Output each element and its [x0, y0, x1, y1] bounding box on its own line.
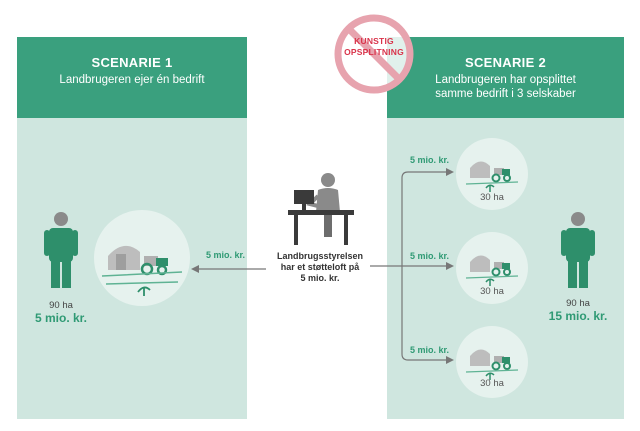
scenario-2-farm-1-amount: 5 mio. kr. — [410, 155, 450, 165]
scenario-2-subtitle-line1: Landbrugeren har opsplittet — [435, 74, 576, 86]
scenario-1-header: SCENARIE 1 Landbrugeren ejer én bedrift — [17, 37, 247, 118]
prohibition-stamp-icon — [334, 14, 414, 94]
stamp-text-line1: KUNSTIG — [354, 36, 394, 46]
scenario-2-farm-2 — [456, 232, 528, 304]
official-at-desk-icon — [288, 173, 354, 245]
scenario-1-amount: 5 mio. kr. — [34, 311, 88, 325]
central-text-line2: har et støtteloft på — [280, 262, 360, 272]
farm-icon — [465, 161, 519, 192]
branch-arrows-icon — [370, 168, 454, 364]
farmer-icon — [44, 212, 78, 288]
arrow-left-icon — [191, 265, 266, 273]
central-text-line1: Landbrugsstyrelsen — [276, 251, 364, 261]
scenario-1-subtitle: Landbrugeren ejer én bedrift — [59, 74, 205, 86]
scenario-1-title: SCENARIE 1 — [91, 55, 173, 70]
scenario-1-farm — [94, 210, 190, 306]
farm-icon — [465, 349, 519, 380]
scenario-2-header: SCENARIE 2 Landbrugeren har opsplittet s… — [387, 37, 624, 118]
scenario-2-farm-2-area: 30 ha — [480, 286, 504, 297]
scenario-2-farm-3 — [456, 326, 528, 398]
scenario-1-area: 90 ha — [49, 300, 73, 311]
scenario-2-amount: 15 mio. kr. — [548, 309, 608, 323]
central-text: Landbrugsstyrelsen har et støtteloft på … — [262, 251, 378, 284]
scenario-2-area: 90 ha — [566, 298, 590, 309]
scenario-2-farm-1 — [456, 138, 528, 210]
farmer-icon — [561, 212, 595, 288]
scenario-2-title: SCENARIE 2 — [464, 55, 547, 70]
scenario-2-farm-2-amount: 5 mio. kr. — [410, 251, 450, 261]
scenario-2-farm-1-area: 30 ha — [480, 192, 504, 203]
scenario-2-subtitle-line2: samme bedrift i 3 selskaber — [435, 88, 576, 100]
scenario-2-farm-3-amount: 5 mio. kr. — [410, 345, 450, 355]
scenario-2-farm-3-area: 30 ha — [480, 378, 504, 389]
stamp-text-line2: OPSPLITNING — [344, 47, 404, 57]
scenario-2-farmer-label: 90 ha 15 mio. kr. — [543, 298, 613, 323]
scenario-1-farmer-label: 90 ha 5 mio. kr. — [26, 300, 96, 325]
farm-icon — [101, 245, 183, 296]
farm-icon — [465, 255, 519, 286]
scenario-1-arrow-amount: 5 mio. kr. — [206, 250, 246, 260]
central-text-line3: 5 mio. kr. — [300, 273, 340, 283]
